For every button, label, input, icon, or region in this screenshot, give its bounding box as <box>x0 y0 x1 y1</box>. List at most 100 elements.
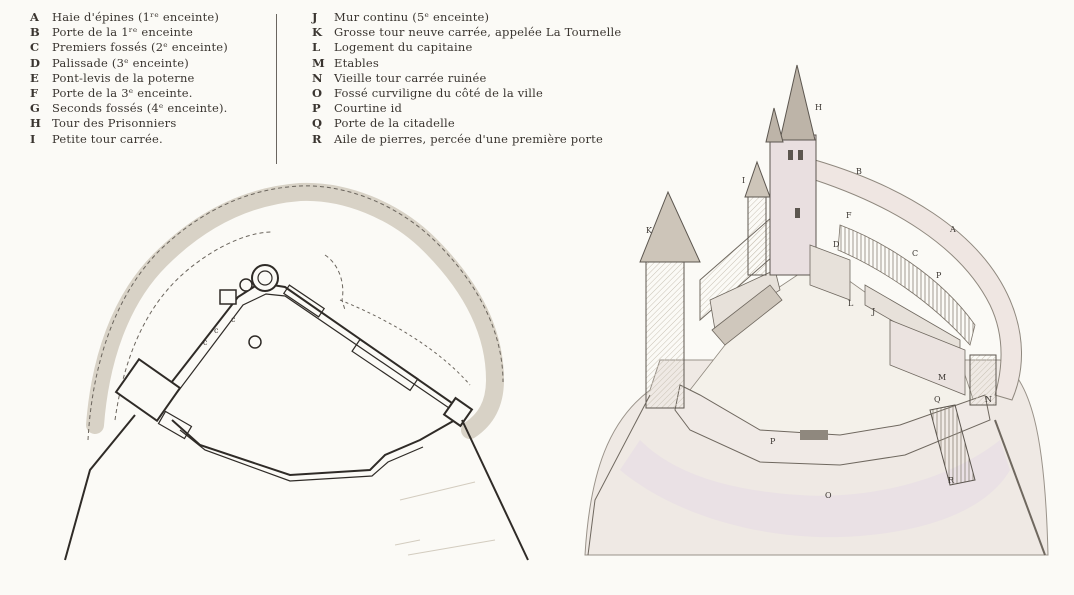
view-tower-i <box>747 194 767 276</box>
plan-slope-line <box>461 419 529 561</box>
view-window <box>795 208 800 218</box>
plan-road <box>394 481 496 556</box>
plan-small-tower <box>219 289 237 305</box>
view-palisade-d <box>837 224 976 346</box>
view-label-j: J <box>871 307 875 316</box>
plan-outer-ditch <box>86 182 505 439</box>
plan-inner-dashed <box>114 231 346 421</box>
view-label-b: B <box>856 167 862 176</box>
view-label-n: N <box>985 395 992 404</box>
legend-key: L <box>312 40 321 55</box>
view-label-d: D <box>833 240 839 249</box>
view-window <box>788 150 793 160</box>
legend-text: Porte de la citadelle <box>334 116 455 131</box>
legend-key: G <box>30 101 40 116</box>
legend-text: Haie d'épines (1ʳᵉ enceinte) <box>52 10 220 24</box>
legend-text: Porte de la 3ᵉ enceinte. <box>52 86 193 101</box>
legend-key: E <box>30 70 39 85</box>
legend-text: Pont-levis de la poterne <box>52 70 195 85</box>
view-label-m: M <box>938 373 946 382</box>
plan-label: c <box>231 315 236 324</box>
view-gate <box>800 430 828 440</box>
view-label-c: C <box>912 249 918 258</box>
view-building-m <box>889 319 966 396</box>
view-front-wall <box>674 384 991 466</box>
plan-building <box>282 284 326 318</box>
legend-key: O <box>312 86 323 101</box>
view-tower-k-roof <box>639 190 701 263</box>
view-tower-i-roof <box>744 160 771 198</box>
legend-row: D Palissade (3ᵉ enceinte) <box>30 56 228 71</box>
legend-text: Palissade (3ᵉ enceinte) <box>52 55 189 70</box>
legend-row: C Premiers fossés (2ᵉ enceinte) <box>30 40 228 55</box>
legend-key: C <box>30 40 40 55</box>
view-label-h: H <box>815 103 822 112</box>
plan-building <box>157 410 193 440</box>
legend-key: Q <box>312 116 323 131</box>
legend-row: M Etables <box>312 56 621 71</box>
view-tower-h-roof <box>779 64 816 141</box>
legend-key: I <box>30 131 36 146</box>
legend-key: D <box>30 55 40 70</box>
view-label-i: I <box>742 176 745 185</box>
legend-divider <box>276 14 277 164</box>
legend-key: B <box>30 25 40 40</box>
legend-key: K <box>312 25 322 40</box>
legend-row: L Logement du capitaine <box>312 40 621 55</box>
legend-row: E Pont-levis de la poterne <box>30 71 228 86</box>
legend-text: Mur continu (5ᵉ enceinte) <box>334 10 490 24</box>
legend-text: Courtine id <box>334 101 403 116</box>
legend-text: Petite tour carrée. <box>52 131 163 146</box>
view-label-a: A <box>949 225 956 234</box>
legend-text: Grosse tour neuve carrée, appelée La Tou… <box>334 25 622 40</box>
view-building-l <box>809 244 851 301</box>
view-left-roof <box>711 284 783 346</box>
view-hill-shade <box>620 440 1010 538</box>
plan-south-wall <box>171 419 456 477</box>
view-tower-k <box>645 257 685 409</box>
view-bridge-q <box>929 404 976 486</box>
legend-text: Aile de pierres, percée d'une première p… <box>334 131 603 146</box>
plan-turret <box>239 278 253 292</box>
view-slope-right <box>994 419 1046 556</box>
plan-tower-n <box>442 396 474 428</box>
view-slope-left <box>587 394 651 556</box>
view-left-building <box>709 269 781 331</box>
view-label-p2: P <box>770 437 776 446</box>
legend-row: O Fossé curviligne du côté de la ville <box>312 86 621 101</box>
legend-text: Premiers fossés (2ᵉ enceinte) <box>52 40 228 55</box>
legend-key: M <box>312 55 325 70</box>
view-label-f: F <box>846 211 852 220</box>
plan-inner-wall <box>157 293 453 419</box>
legend-text: Etables <box>334 55 380 70</box>
view-label-o: O <box>825 491 832 500</box>
plan-tower-h <box>251 264 279 292</box>
plan-slope-line <box>64 414 136 561</box>
legend-text: Tour des Prisonniers <box>52 116 177 131</box>
view-label-p: P <box>936 271 942 280</box>
plan-inner-dashed-east <box>339 299 471 386</box>
plan-south-inner <box>179 429 424 482</box>
plan-building <box>351 338 419 392</box>
plan-label: c <box>203 338 208 347</box>
legend-text: Logement du capitaine <box>334 40 473 55</box>
view-tower-n <box>969 354 997 406</box>
legend-row: N Vieille tour carrée ruinée <box>312 71 621 86</box>
plan-well <box>248 335 262 349</box>
plan-tower-k <box>114 357 182 423</box>
legend-text: Fossé curviligne du côté de la ville <box>334 86 544 101</box>
legend-key: N <box>312 70 323 85</box>
view-label-l: L <box>848 299 854 308</box>
view-hedge-a <box>814 159 1022 401</box>
legend-text: Vieille tour carrée ruinée <box>334 70 487 85</box>
view-window <box>798 150 803 160</box>
